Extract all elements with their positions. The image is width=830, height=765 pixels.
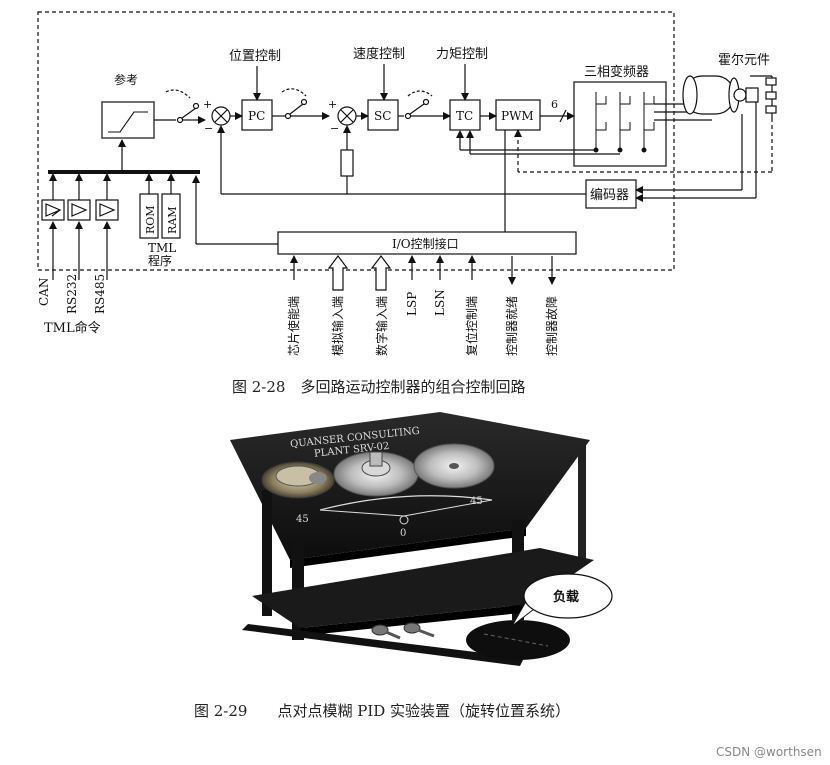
io-signal-label: 模拟输入端 [330,296,345,356]
three-phase-inverter-block [573,81,667,167]
rom-label: ROM [144,205,157,234]
scale-label-center: 0 [400,528,406,539]
load-callout [523,573,613,619]
io-signal-label: 复位控制端 [464,296,479,356]
speed-filter-block [340,149,354,177]
minus-sign: − [330,122,339,135]
comm-modules [41,173,119,280]
minus-sign: − [204,122,213,135]
io-signal-label: 控制器故障 [544,296,559,356]
load-bar [242,624,524,666]
tml-program-label-line1: TML [148,241,176,255]
gear-brass-icon [261,461,335,499]
figure-caption-2-28: 图 2-28 多回路运动控制器的组合控制回路 [232,378,525,396]
comm-label-rs485: RS485 [93,274,107,314]
hall-sensor-icon [750,75,777,118]
pc-label: PC [248,109,265,123]
position-control-label: 位置控制 [229,49,281,64]
watermark: CSDN @worthsen [716,745,822,759]
plus-sign: + [328,98,337,111]
io-signal-label: 控制器就绪 [505,296,519,356]
comm-label-can: CAN [37,278,51,306]
motor-icon [682,75,759,115]
io-signal-label: 芯片使能端 [286,296,301,356]
io-signal-label: LSN [433,289,447,316]
controller-block-diagram: 参考 + − PC 位置控制 + − SC [37,11,777,291]
torque-control-label: 力矩控制 [436,47,488,62]
plus-sign: + [203,98,212,111]
io-signal-labels: 芯片使能端 模拟输入端 数字输入端 LSP LSN 复位控制端 控制器就绪 控制… [286,289,559,356]
reference-label: 参考 [114,72,138,87]
tml-command-label: TML命令 [44,320,101,336]
hall-element-label: 霍尔元件 [718,53,770,68]
scale-label-right: 45 [470,496,483,507]
controller-boundary [37,11,675,271]
gear-silver-center-icon [333,451,419,497]
comm-input-labels: CAN RS232 RS485 [37,274,107,314]
apparatus-illustration: QUANSER CONSULTING PLANT SRV-02 45 0 45 [230,412,613,666]
phase-count-label: 6 [551,98,558,111]
load-disc [466,620,570,660]
figure-caption-2-29: 图 2-29 点对点模糊 PID 实验装置（旋转位置系统） [194,702,570,720]
io-signal-label: LSP [405,292,419,316]
speed-control-label: 速度控制 [353,46,405,62]
io-interface-block [277,231,577,255]
comm-label-rs232: RS232 [65,274,79,314]
io-signal-label: 数字输入端 [374,296,389,356]
thumb-screws-icon [371,622,435,640]
load-label: 负载 [553,589,579,605]
three-phase-inverter-label: 三相变频器 [584,64,649,80]
scale-label-left: 45 [296,514,309,525]
tc-label: TC [456,109,473,123]
ram-label: RAM [166,207,179,235]
gear-silver-right-icon [413,443,495,489]
io-interface-label: I/O控制接口 [392,236,459,251]
sc-label: SC [374,109,391,123]
pwm-label: PWM [501,109,534,123]
encoder-label: 编码器 [590,188,629,203]
tml-program-label-line2: 程序 [148,253,172,268]
